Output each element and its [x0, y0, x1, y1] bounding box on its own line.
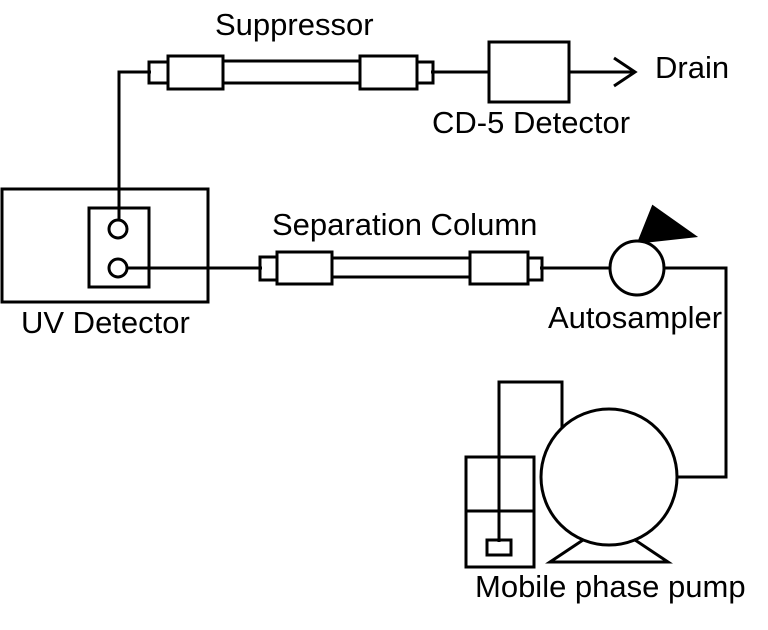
drain-label: Drain [655, 50, 730, 85]
autosampler-label: Autosampler [548, 300, 723, 335]
column-right-fitting [526, 256, 544, 282]
uv-detector [0, 187, 210, 304]
pump-stand [545, 538, 673, 564]
suppressor-right-fitting [415, 60, 435, 85]
separation-column [258, 250, 544, 286]
suppressor-left-fitting [147, 60, 170, 85]
autosampler-circle [608, 239, 666, 297]
autosampler [608, 204, 699, 297]
uv-detector-label: UV Detector [21, 305, 190, 340]
mobile-phase-pump [539, 407, 679, 564]
mobile-phase-pump-label: Mobile phase pump [475, 569, 746, 604]
cd5-detector-box [487, 40, 571, 104]
uv-flow-cell [87, 206, 151, 289]
column-left-fitting [258, 255, 279, 282]
tube-uv-to-suppressor [117, 70, 151, 224]
eluent-bottle [464, 455, 536, 569]
column-left-endcap [275, 250, 334, 286]
separation-column-label: Separation Column [272, 207, 538, 242]
pump-circle [539, 407, 679, 547]
autosampler-valve-icon [636, 204, 699, 244]
suppressor-label: Suppressor [215, 7, 374, 42]
uv-detector-box [0, 187, 210, 304]
tube-bottle-to-pump [497, 380, 564, 542]
column-right-endcap [468, 250, 530, 286]
suppressor-right-endcap [358, 54, 419, 91]
suppressor-left-endcap [166, 54, 225, 91]
suppressor-column [147, 54, 435, 91]
uv-inlet-port [107, 257, 129, 279]
bottle-inlet-filter [485, 538, 513, 557]
tube-autosampler-to-pump [664, 266, 728, 479]
cd5-detector-label: CD-5 Detector [432, 105, 631, 140]
column-body [330, 256, 472, 279]
suppressor-body [221, 59, 362, 85]
uv-outlet-port [107, 218, 129, 240]
drain-arrow-icon [613, 56, 638, 88]
